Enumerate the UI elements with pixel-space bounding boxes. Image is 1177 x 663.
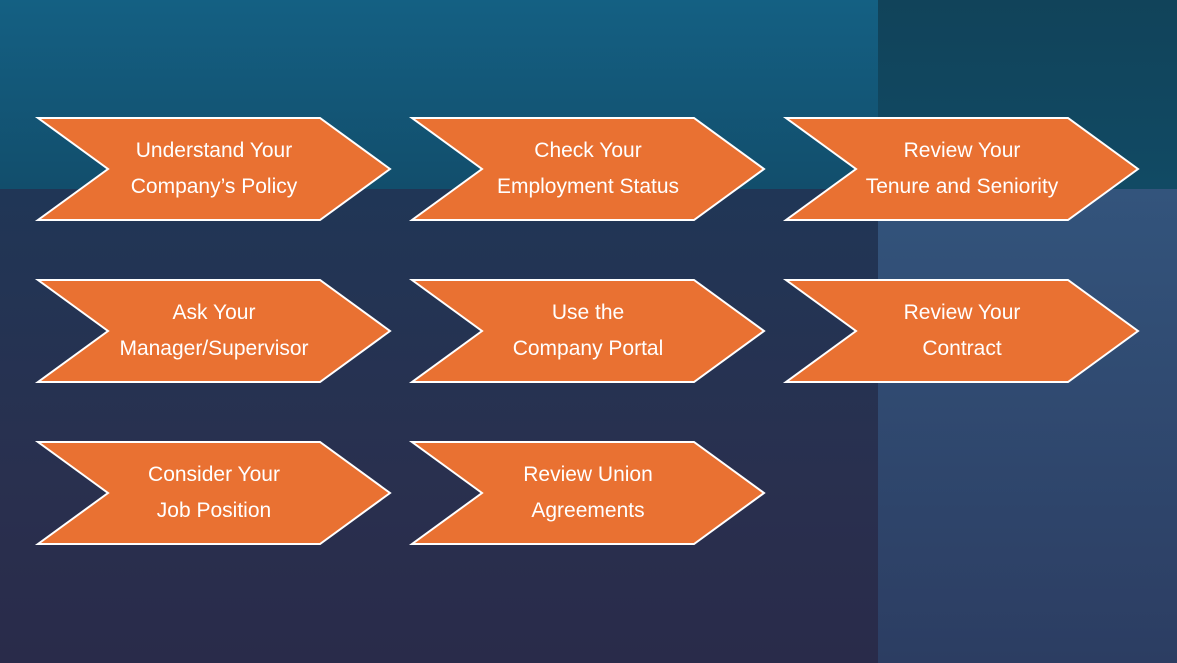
chevron-step-2: Check Your Employment Status <box>408 117 766 221</box>
chevron-arrow-shape <box>34 117 392 221</box>
chevron-step-6: Review Your Contract <box>782 279 1140 383</box>
chevron-step-label: Use the Company Portal <box>468 280 708 382</box>
chevron-step-label: Check Your Employment Status <box>468 118 708 220</box>
chevron-step-line-1: Review Your <box>903 301 1021 324</box>
chevron-step-line-1: Understand Your <box>135 139 293 162</box>
chevron-step-line-2: Tenure and Seniority <box>865 175 1059 198</box>
chevron-step-line-2: Manager/Supervisor <box>119 337 309 360</box>
chevron-arrow-shape <box>408 441 766 545</box>
chevron-step-line-1: Review Union <box>523 463 653 486</box>
chevron-step-line-2: Agreements <box>531 499 645 522</box>
chevron-step-label: Review Your Tenure and Seniority <box>842 118 1082 220</box>
chevron-step-3: Review Your Tenure and Seniority <box>782 117 1140 221</box>
background-main-area <box>0 189 878 663</box>
chevron-arrow-shape <box>34 279 392 383</box>
chevron-arrow-shape <box>408 117 766 221</box>
chevron-arrow-shape <box>782 117 1140 221</box>
chevron-step-line-1: Ask Your <box>172 301 256 324</box>
chevron-step-line-1: Consider Your <box>148 463 280 486</box>
chevron-step-line-2: Company’s Policy <box>130 175 298 198</box>
chevron-step-label: Review Your Contract <box>842 280 1082 382</box>
chevron-step-7: Consider Your Job Position <box>34 441 392 545</box>
chevron-step-line-1: Review Your <box>903 139 1021 162</box>
chevron-step-line-2: Company Portal <box>512 337 664 360</box>
chevron-step-label: Consider Your Job Position <box>94 442 334 544</box>
chevron-arrow-shape <box>34 441 392 545</box>
chevron-step-line-1: Use the <box>551 301 625 324</box>
chevron-step-line-2: Job Position <box>156 499 272 522</box>
chevron-arrow-shape <box>408 279 766 383</box>
background-right-block <box>878 189 1177 663</box>
chevron-step-1: Understand Your Company’s Policy <box>34 117 392 221</box>
chevron-step-line-2: Employment Status <box>496 175 680 198</box>
chevron-step-label: Review Union Agreements <box>468 442 708 544</box>
chevron-step-4: Ask Your Manager/Supervisor <box>34 279 392 383</box>
chevron-step-line-2: Contract <box>922 337 1002 360</box>
chevron-step-5: Use the Company Portal <box>408 279 766 383</box>
chevron-step-8: Review Union Agreements <box>408 441 766 545</box>
chevron-step-label: Understand Your Company’s Policy <box>94 118 334 220</box>
chevron-step-line-1: Check Your <box>534 139 642 162</box>
chevron-step-label: Ask Your Manager/Supervisor <box>94 280 334 382</box>
chevron-arrow-shape <box>782 279 1140 383</box>
